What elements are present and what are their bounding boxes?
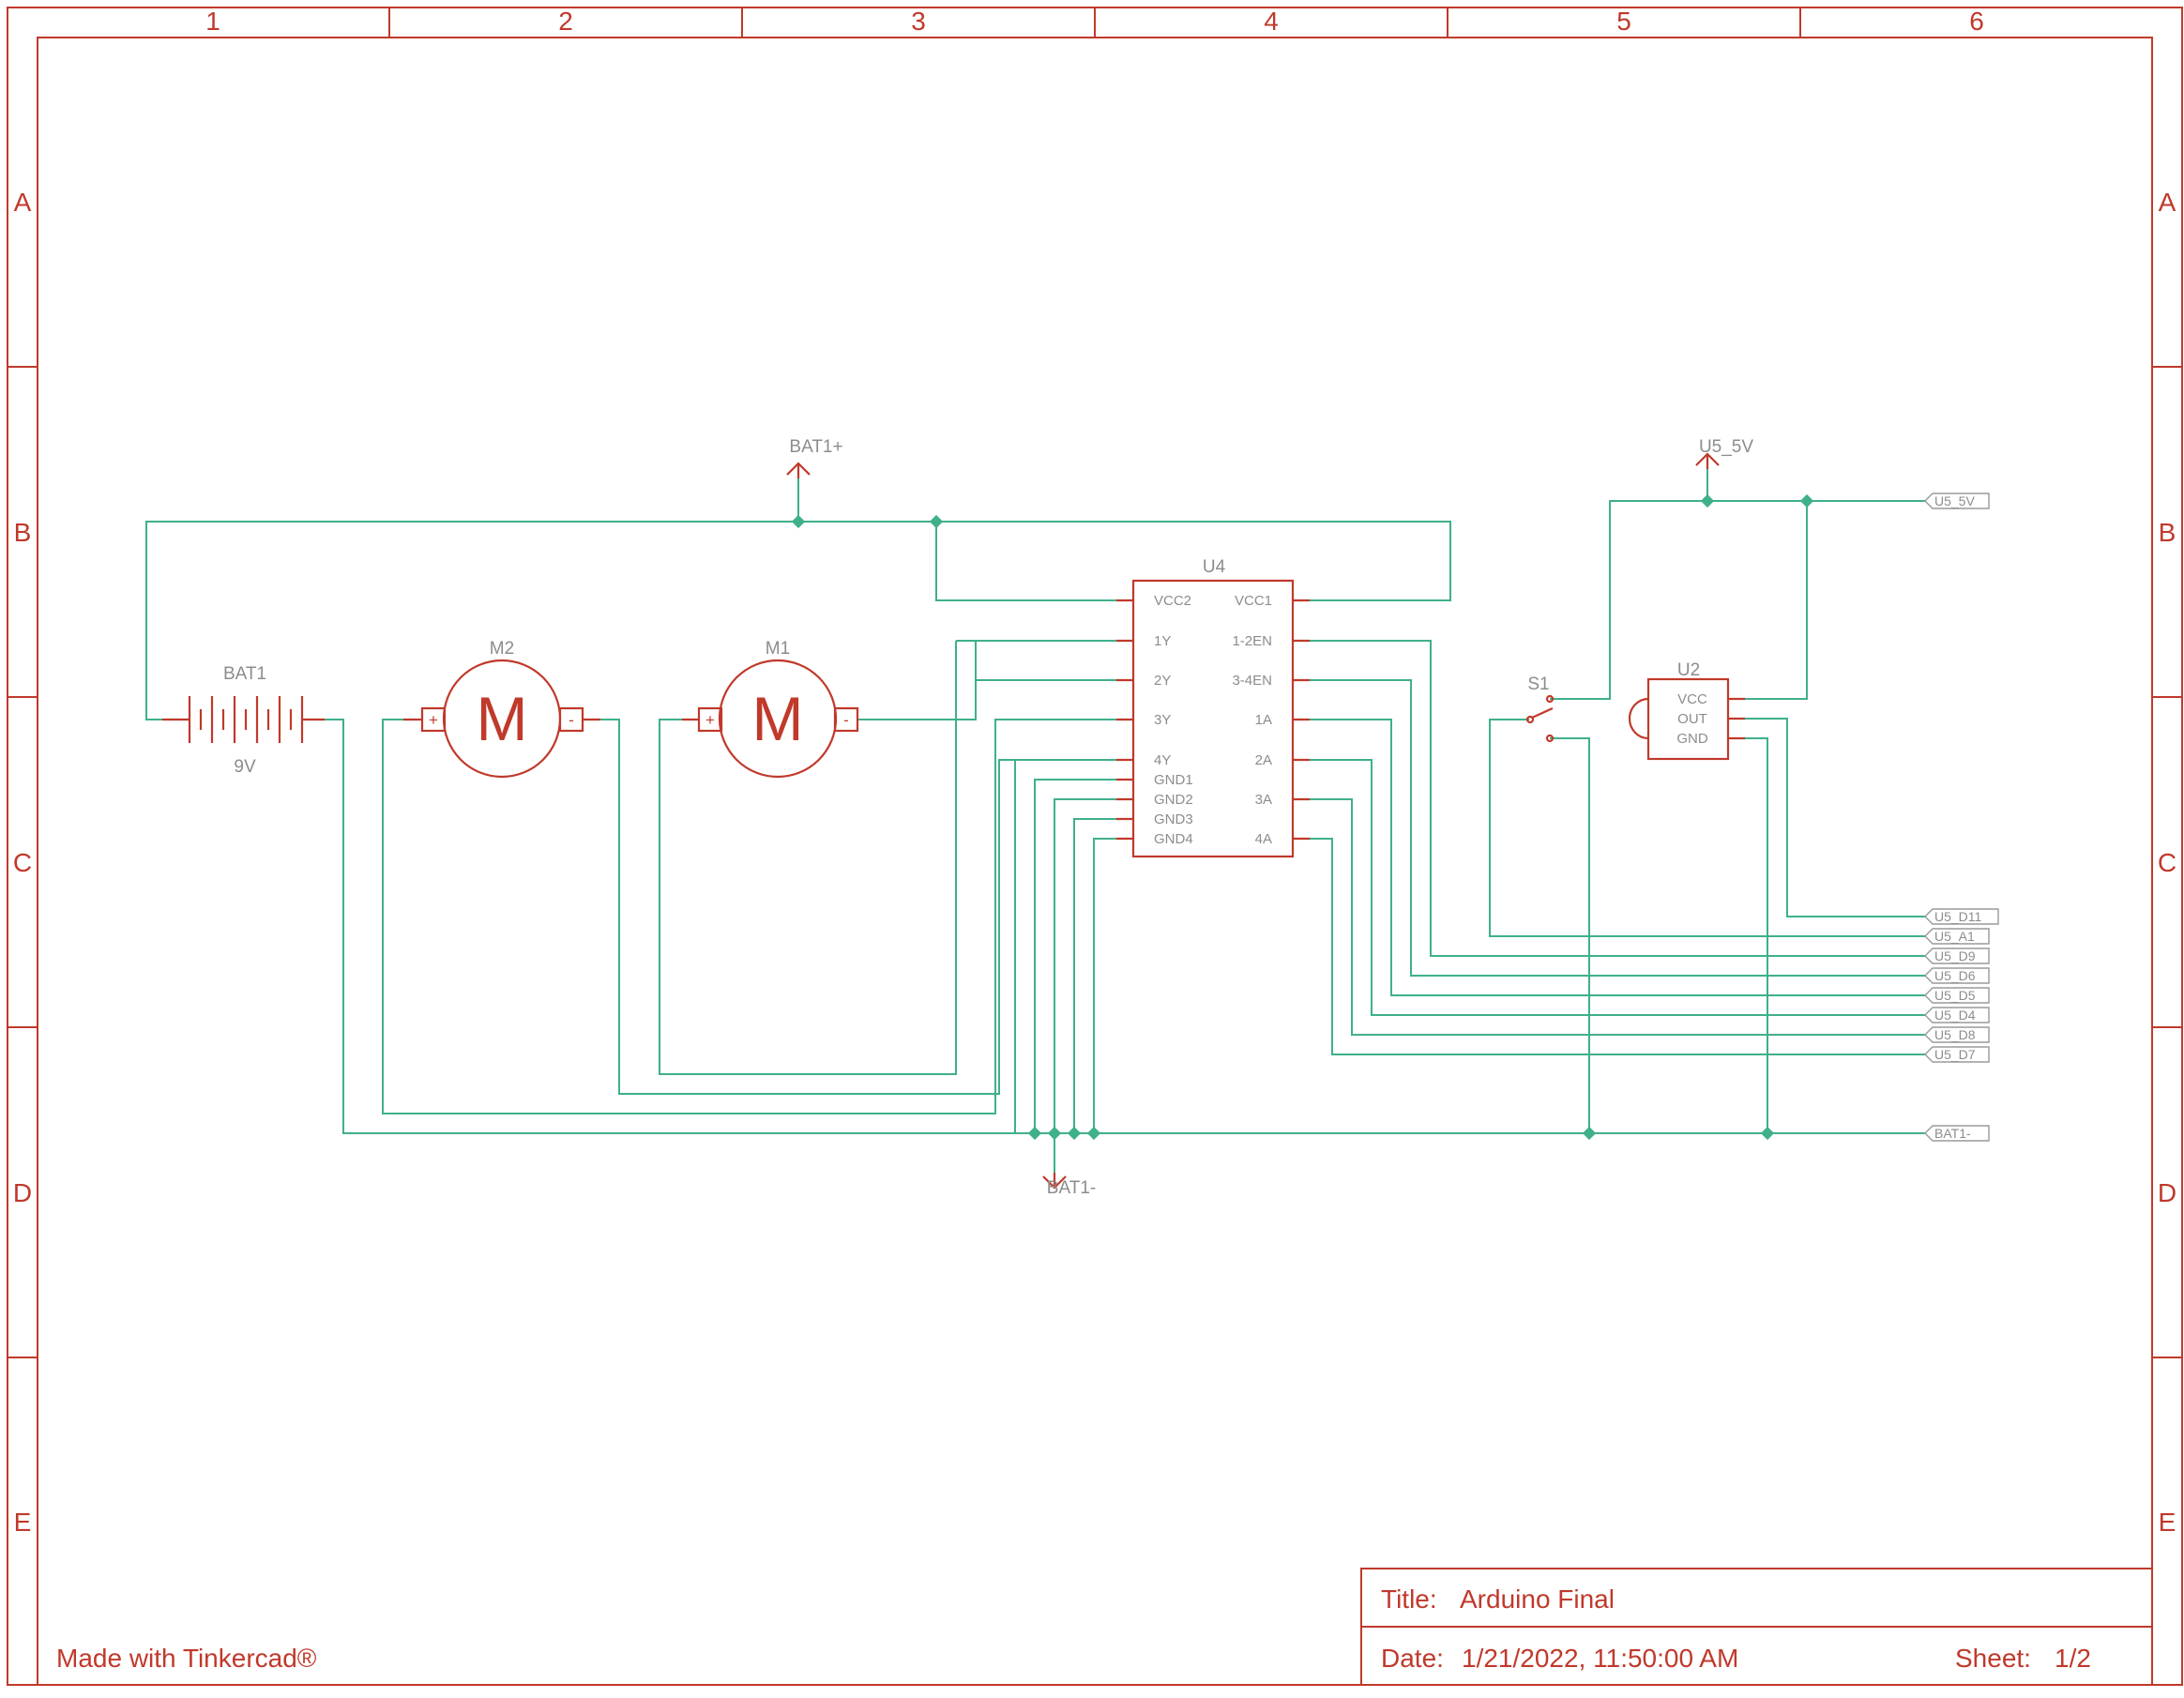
- column-label: 4: [1264, 7, 1279, 36]
- component-ref: U4: [1203, 557, 1226, 577]
- column-label: 3: [911, 7, 926, 36]
- column-label: 1: [205, 7, 220, 36]
- component-ref: U2: [1677, 660, 1700, 680]
- net-port-label: U5_D4: [1934, 1008, 1976, 1023]
- sensor-pin-label: VCC: [1677, 691, 1707, 707]
- wires: [145, 469, 1925, 1173]
- row-label: B: [2159, 518, 2176, 547]
- component-ref: S1: [1527, 675, 1549, 694]
- component-ref: M2: [490, 639, 514, 659]
- ic-pin-label: 1Y: [1154, 633, 1171, 649]
- row-label: C: [2158, 848, 2176, 877]
- net-port-label: U5_D11: [1934, 909, 1982, 924]
- ic-pin-label: 1-2EN: [1232, 633, 1272, 649]
- motor-minus: -: [569, 711, 574, 729]
- title-label: Title:: [1381, 1584, 1437, 1614]
- column-labels: 1 2 3 4 5 6: [205, 7, 1984, 36]
- motor-symbol: M: [477, 684, 528, 753]
- net-port: U5_A1: [1924, 928, 1990, 945]
- ic-pin-label: 2A: [1255, 752, 1272, 768]
- net-port-label: U5_5V: [1934, 493, 1975, 508]
- power-symbol-u5-5v: U5_5V: [1695, 437, 1753, 469]
- net-port: U5_5V: [1924, 493, 1990, 509]
- net-port: BAT1-: [1924, 1125, 1990, 1142]
- title-block: Title: Arduino Final Date: 1/21/2022, 11…: [1360, 1568, 2153, 1686]
- sensor-pin-label: OUT: [1677, 711, 1707, 727]
- column-label: 6: [1969, 7, 1984, 36]
- sensor-pin-label: GND: [1676, 731, 1708, 747]
- power-label: U5_5V: [1699, 437, 1753, 457]
- net-port: U5_D11: [1924, 908, 1999, 925]
- row-label: C: [13, 848, 32, 877]
- ic-pin-label: 3Y: [1154, 712, 1171, 728]
- made-with-label: Made with Tinkercad®: [56, 1644, 317, 1673]
- net-port-label: BAT1-: [1934, 1126, 1971, 1141]
- ic-pin-label: GND2: [1154, 792, 1193, 808]
- date-label: Date:: [1381, 1644, 1444, 1673]
- battery-bat1: BAT1 9V: [162, 664, 325, 777]
- net-port-label: U5_A1: [1934, 929, 1975, 944]
- net-port: U5_D7: [1924, 1046, 1990, 1063]
- column-label: 5: [1616, 7, 1631, 36]
- net-port-label: U5_D7: [1934, 1047, 1976, 1062]
- motor-plus: +: [429, 711, 438, 729]
- net-port: U5_D9: [1924, 948, 1990, 964]
- ic-u4: U4 VCC2 1Y 2Y 3Y 4Y GND1 GND2 GND3 GND4 …: [1116, 557, 1310, 858]
- component-ref: BAT1: [223, 664, 266, 684]
- ic-pin-label: 2Y: [1154, 673, 1171, 689]
- title-value: Arduino Final: [1460, 1584, 1615, 1614]
- ic-pin-label: VCC2: [1154, 593, 1191, 609]
- row-label: A: [14, 188, 32, 217]
- ic-pin-label: GND1: [1154, 772, 1193, 788]
- ic-pin-label: GND3: [1154, 811, 1193, 827]
- row-label: D: [13, 1178, 32, 1207]
- net-port-label: U5_D5: [1934, 988, 1976, 1003]
- net-port: U5_D5: [1924, 987, 1990, 1004]
- net-port: U5_D6: [1924, 967, 1990, 984]
- component-value: 9V: [234, 757, 256, 777]
- junction-dots: [791, 493, 1814, 1141]
- ic-pin-label: 4A: [1255, 831, 1272, 847]
- ic-pin-label: 1A: [1255, 712, 1272, 728]
- net-ports: U5_5V U5_D11 U5_A1 U5_D9 U5_D6 U5_D5 U5_…: [1924, 493, 1999, 1142]
- column-label: 2: [558, 7, 573, 36]
- ic-pin-label: 3-4EN: [1232, 673, 1272, 689]
- motor-m2: M2 M + -: [403, 639, 600, 779]
- net-port-label: U5_D8: [1934, 1027, 1976, 1042]
- ic-pin-label: 4Y: [1154, 752, 1171, 768]
- ic-pin-label: GND4: [1154, 831, 1193, 847]
- motor-plus: +: [705, 711, 715, 729]
- motor-minus: -: [843, 711, 849, 729]
- net-port-label: U5_D9: [1934, 948, 1976, 963]
- sensor-u2: U2 VCC OUT GND: [1628, 660, 1745, 761]
- drawing-frame: [7, 7, 2183, 1686]
- ic-pin-label: 3A: [1255, 792, 1272, 808]
- row-label: E: [2159, 1508, 2176, 1537]
- power-symbol-bat1-minus: BAT1-: [1042, 1173, 1096, 1198]
- net-port-label: U5_D6: [1934, 968, 1976, 983]
- row-label: E: [14, 1508, 32, 1537]
- date-value: 1/21/2022, 11:50:00 AM: [1462, 1644, 1738, 1673]
- power-symbol-bat1-plus: BAT1+: [786, 437, 843, 478]
- motor-symbol: M: [752, 684, 804, 753]
- net-port: U5_D8: [1924, 1026, 1990, 1043]
- row-label: D: [2158, 1178, 2176, 1207]
- net-port: U5_D4: [1924, 1007, 1990, 1023]
- power-label: BAT1+: [789, 437, 842, 457]
- row-labels: A B C D E A B C D E: [13, 188, 2176, 1537]
- switch-s1: S1: [1525, 675, 1555, 743]
- ic-pin-label: VCC1: [1235, 593, 1272, 609]
- row-label: A: [2159, 188, 2176, 217]
- row-label: B: [14, 518, 32, 547]
- component-ref: M1: [766, 639, 790, 659]
- motor-m1: M1 M + -: [682, 639, 859, 779]
- power-label: BAT1-: [1047, 1178, 1096, 1198]
- sheet-label: Sheet:: [1955, 1644, 2031, 1673]
- sheet-value: 1/2: [2055, 1644, 2091, 1673]
